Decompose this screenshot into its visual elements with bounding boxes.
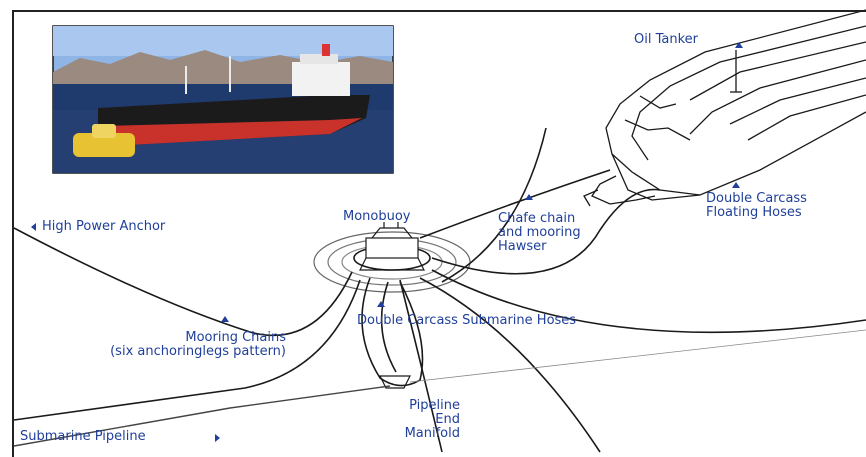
mooring-pointer-icon <box>221 316 229 322</box>
label-mooring-line-2: (six anchoringlegs pattern) <box>20 345 286 359</box>
label-submarine-pipeline: Submarine Pipeline <box>20 430 146 444</box>
label-double-carcass-floating: Double Carcass Floating Hoses <box>706 192 807 220</box>
label-plem-line-2: End <box>360 413 460 427</box>
label-mooring-line-1: Mooring Chains <box>20 331 286 345</box>
label-chafe-chain: Chafe chain and mooring Hawser <box>498 212 581 254</box>
label-chafe-chain-line-1: Chafe chain <box>498 212 581 226</box>
label-mooring-chains: Mooring Chains (six anchoringlegs patter… <box>20 331 286 359</box>
label-monobuoy: Monobuoy <box>343 210 411 224</box>
label-pipeline-end-manifold: Pipeline End Manifold <box>360 399 460 441</box>
monobuoy-drawing <box>314 222 470 292</box>
tanker-photo <box>53 26 393 173</box>
label-floating-line-2: Floating Hoses <box>706 206 807 220</box>
label-high-power-anchor: High Power Anchor <box>42 220 165 234</box>
label-chafe-chain-line-2: and mooring <box>498 226 581 240</box>
label-oil-tanker: Oil Tanker <box>634 33 698 47</box>
oil-tanker-drawing <box>584 10 866 206</box>
label-floating-line-1: Double Carcass <box>706 192 807 206</box>
label-plem-line-3: Manifold <box>360 427 460 441</box>
label-double-carcass-submarine: Double Carcass Submarine Hoses <box>357 314 576 328</box>
label-chafe-chain-line-3: Hawser <box>498 240 581 254</box>
anchor-pointer-icon <box>31 223 36 231</box>
floating-hose-pointer-icon <box>732 182 740 188</box>
label-plem-line-1: Pipeline <box>360 399 460 413</box>
pipeline-pointer-icon <box>215 434 220 442</box>
